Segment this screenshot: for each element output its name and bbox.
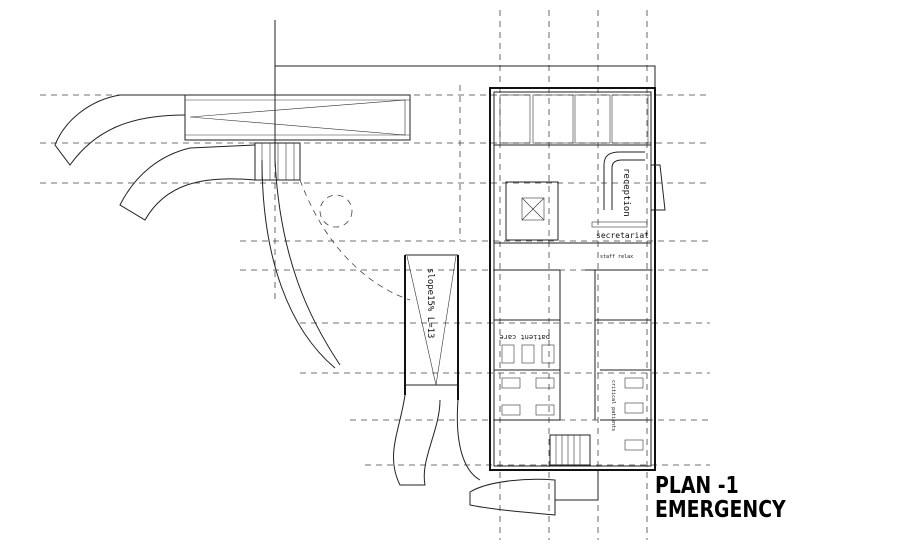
slope-ramp: slope15% L=13	[393, 254, 556, 516]
plan-title-name: EMERGENCY	[655, 497, 786, 523]
secretariat-label: secretariat	[596, 231, 649, 240]
reception-label: reception	[621, 168, 631, 217]
staff-relax-label: staff relax	[600, 254, 633, 260]
slope-label: slope15% L=13	[425, 268, 435, 338]
site-outline	[261, 20, 656, 369]
emergency-building: reception secretariat staff relax patien…	[489, 87, 666, 501]
plan-title-level: PLAN -1	[655, 473, 739, 499]
critical-patients-label: critical patients	[610, 380, 616, 431]
patient-care-label: patient care	[499, 333, 550, 341]
plan-title: PLAN -1 EMERGENCY	[655, 474, 786, 522]
entrance-ramp	[54, 94, 411, 221]
grid-lines	[40, 10, 710, 540]
